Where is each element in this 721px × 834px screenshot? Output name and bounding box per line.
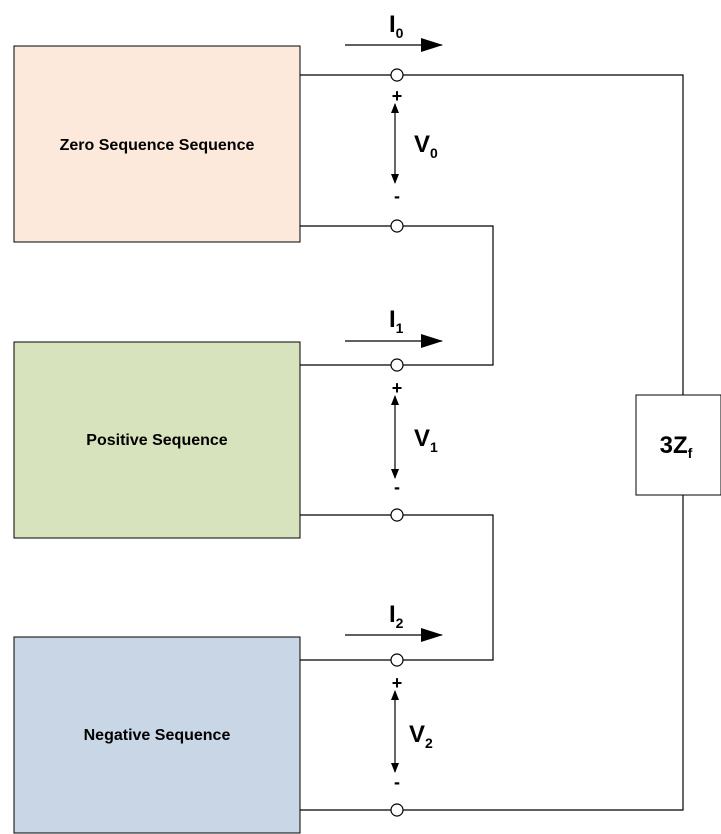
minus-sign: -	[394, 477, 400, 497]
link-zero-positive	[403, 225, 494, 366]
positive-sequence-block: Positive Sequence	[13, 341, 301, 539]
terminal-node	[390, 803, 404, 817]
minus-sign: -	[394, 186, 400, 206]
negative-sequence-block: Negative Sequence	[13, 636, 301, 834]
current-label-i2: I2	[389, 601, 404, 631]
plus-sign: +	[392, 378, 403, 398]
voltage-label-v0: V0	[414, 131, 438, 161]
voltage-v2: + - V2	[391, 673, 433, 792]
positive-sequence-label: Positive Sequence	[86, 432, 227, 449]
fault-impedance-block: 3Zf	[635, 394, 721, 496]
terminal-node	[390, 219, 404, 233]
current-i2: I2	[345, 601, 443, 642]
terminal-node	[390, 68, 404, 82]
current-i1: I1	[345, 306, 443, 348]
voltage-v0: + - V0	[391, 86, 438, 206]
voltage-label-v1: V1	[414, 425, 438, 455]
wire-impedance-bottom	[403, 495, 684, 811]
wire-to-impedance-top	[403, 74, 684, 395]
terminal-node	[390, 508, 404, 522]
plus-sign: +	[392, 673, 403, 693]
terminal-node	[390, 358, 404, 372]
wiring	[300, 74, 684, 811]
voltage-label-v2: V2	[409, 721, 433, 751]
plus-sign: +	[392, 86, 403, 106]
current-label-i1: I1	[389, 306, 404, 336]
impedance-label: 3Zf	[660, 432, 693, 461]
minus-sign: -	[394, 772, 400, 792]
voltage-v1: + - V1	[391, 378, 438, 497]
current-label-i0: I0	[389, 11, 404, 41]
terminal-node	[390, 653, 404, 667]
terminal-nodes	[390, 68, 404, 817]
negative-sequence-label: Negative Sequence	[84, 727, 231, 744]
zero-sequence-block: Zero Sequence Sequence	[13, 45, 301, 243]
link-positive-negative	[403, 514, 494, 661]
zero-sequence-label: Zero Sequence Sequence	[60, 137, 255, 154]
current-i0: I0	[345, 11, 443, 52]
